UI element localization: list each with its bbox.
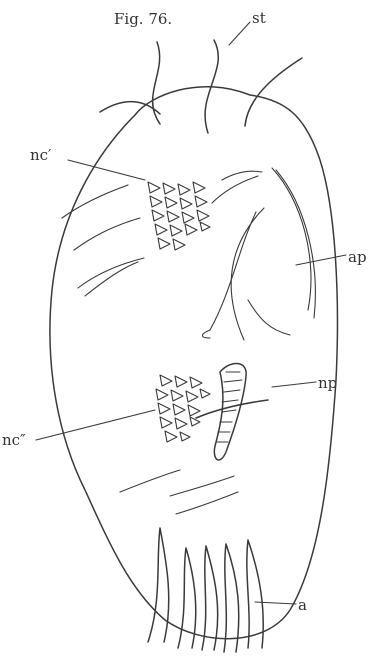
label-nc-double-prime: nc″	[2, 431, 26, 449]
nucleus-cross-hair	[196, 400, 268, 418]
nematocyst	[150, 196, 207, 209]
cilium	[202, 546, 218, 650]
cilium	[148, 528, 169, 642]
leader-a	[255, 602, 296, 604]
seta	[100, 102, 160, 114]
nematocyst	[155, 222, 210, 236]
hair	[120, 470, 180, 492]
nematocyst-battery-lower	[156, 375, 210, 442]
leader-lines	[36, 22, 346, 604]
leader-st	[229, 22, 250, 45]
cilium	[247, 540, 263, 648]
surface-hairs	[62, 171, 262, 514]
nematocyst	[165, 431, 190, 442]
nematocyst	[156, 389, 210, 402]
leader-nc-prime	[68, 160, 145, 180]
leader-np	[272, 382, 316, 387]
label-np: np	[318, 374, 337, 392]
nematocyst-battery-upper	[148, 182, 210, 250]
axial-processes-ap	[203, 168, 316, 340]
hair	[78, 258, 144, 288]
nematocyst	[158, 238, 185, 250]
nematocyst	[152, 210, 209, 223]
cilia-a	[148, 528, 263, 652]
hair	[222, 171, 262, 180]
seta	[245, 58, 302, 126]
label-nc-prime: nc′	[30, 146, 52, 164]
cilium	[224, 544, 239, 652]
hair	[85, 262, 138, 296]
axial-process	[231, 208, 264, 340]
hair	[170, 476, 234, 496]
label-st: st	[252, 9, 266, 27]
nematocyst	[160, 375, 202, 388]
label-a: a	[298, 596, 307, 614]
leader-ap	[296, 255, 346, 265]
nucleus-np	[196, 363, 268, 460]
body-outline	[50, 87, 338, 639]
axial-process	[203, 212, 257, 338]
axial-process	[248, 300, 290, 335]
axial-process	[272, 168, 311, 310]
axial-process	[276, 170, 315, 318]
nematocyst	[160, 417, 200, 429]
hair	[212, 176, 258, 203]
hair	[62, 185, 128, 218]
figure-title: Fig. 76.	[114, 10, 172, 28]
nematocyst	[148, 182, 205, 195]
leader-nc-double-prime	[36, 410, 155, 440]
nematocyst	[158, 403, 200, 416]
label-ap: ap	[348, 248, 367, 266]
hair	[74, 218, 140, 250]
nucleus-outline	[214, 363, 246, 460]
hair	[176, 492, 238, 514]
